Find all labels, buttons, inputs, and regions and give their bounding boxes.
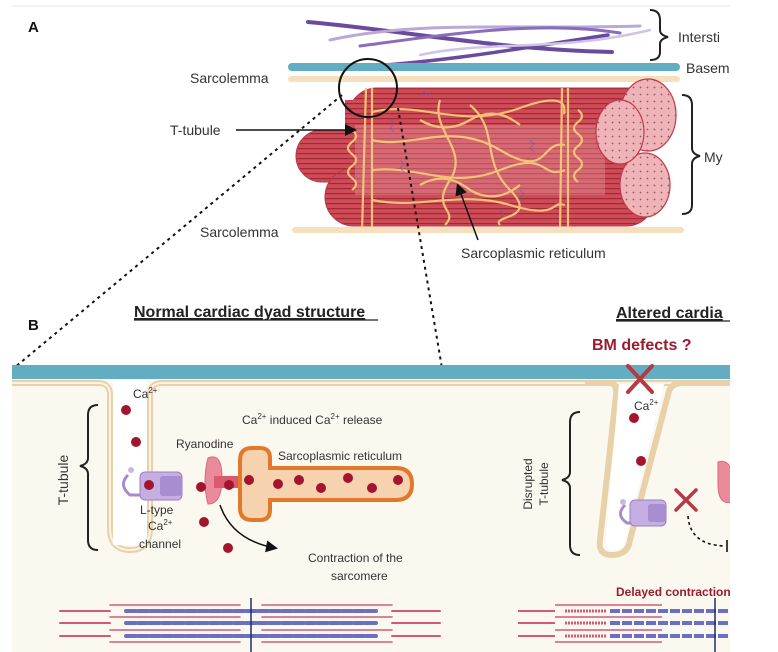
sr-arrow xyxy=(455,183,479,241)
sarcolemma-bottom xyxy=(292,227,684,233)
label-sarcoplasmic-reticulum: Sarcoplasmic reticulum xyxy=(461,245,606,261)
contraction-arrow xyxy=(219,504,278,553)
l-type-channel-altered xyxy=(619,499,667,527)
myofibril-brace xyxy=(681,94,701,215)
label-t-tubule-b: T-tubule xyxy=(55,454,71,505)
label-sr-b: Sarcoplasmic reticulum xyxy=(278,449,402,463)
basement-membrane-b xyxy=(12,365,730,379)
label-interstitium: Intersti xyxy=(678,29,720,45)
panel-b-label: B xyxy=(28,317,39,334)
t-tubule-lumen xyxy=(113,380,147,545)
inhibition-line xyxy=(687,515,726,547)
interstitium-brace xyxy=(649,9,669,61)
label-ltype-line1: L-type xyxy=(140,503,174,517)
bm-defect-x-icon xyxy=(626,364,654,394)
label-ca-normal: Ca2+ xyxy=(133,386,158,401)
ryanodine-receptor xyxy=(204,456,244,505)
label-myofibrils: My xyxy=(704,149,723,165)
normal-dyad-title: Normal cardiac dyad structure xyxy=(134,304,365,321)
label-contraction-line2: sarcomere xyxy=(331,569,388,583)
muscle-fiber-bundle xyxy=(295,78,677,233)
coupling-blocked-x-icon xyxy=(674,488,698,512)
panel-a-label: A xyxy=(28,19,39,36)
label-contraction-line1: Contraction of the xyxy=(308,551,403,565)
label-sarcolemma-bottom: Sarcolemma xyxy=(200,224,279,240)
sarcomere-altered xyxy=(518,598,730,652)
disrupted-brace xyxy=(561,411,581,556)
sarcolemma-top xyxy=(288,76,680,82)
label-disrupted-line1: Disrupted xyxy=(521,458,535,509)
disrupted-t-tubule-membrane xyxy=(585,380,730,559)
l-type-channel xyxy=(122,467,183,501)
ryanodine-receptor-altered xyxy=(717,460,733,504)
label-ltype-line2: Ca2+ xyxy=(148,518,173,533)
bm-defects-label: BM defects ? xyxy=(592,337,692,354)
label-t-tubule: T-tubule xyxy=(170,122,221,138)
zoom-circle xyxy=(338,58,398,118)
label-ltype-line3: channel xyxy=(139,537,181,551)
sarcomere-normal xyxy=(59,598,441,652)
label-cicr: Ca2+ induced Ca2+ release xyxy=(242,412,383,427)
normal-t-tubule-inner xyxy=(12,382,730,552)
label-ryanodine: Ryanodine xyxy=(176,437,234,451)
altered-dyad-title: Altered cardia xyxy=(616,305,723,322)
label-delayed-contraction: Delayed contraction o xyxy=(616,585,741,599)
label-sarcolemma-top: Sarcolemma xyxy=(190,70,269,86)
crop-mask xyxy=(730,0,778,652)
calcium-ions-normal xyxy=(121,405,403,553)
zoom-line-left xyxy=(13,94,343,369)
label-basement-membrane: Basem xyxy=(686,60,730,76)
label-ca-altered: Ca2+ xyxy=(634,398,659,413)
t-tubule-brace xyxy=(79,404,99,551)
label-disrupted-line2: T-tubule xyxy=(537,462,551,506)
sarcoplasmic-reticulum-b xyxy=(238,446,415,522)
